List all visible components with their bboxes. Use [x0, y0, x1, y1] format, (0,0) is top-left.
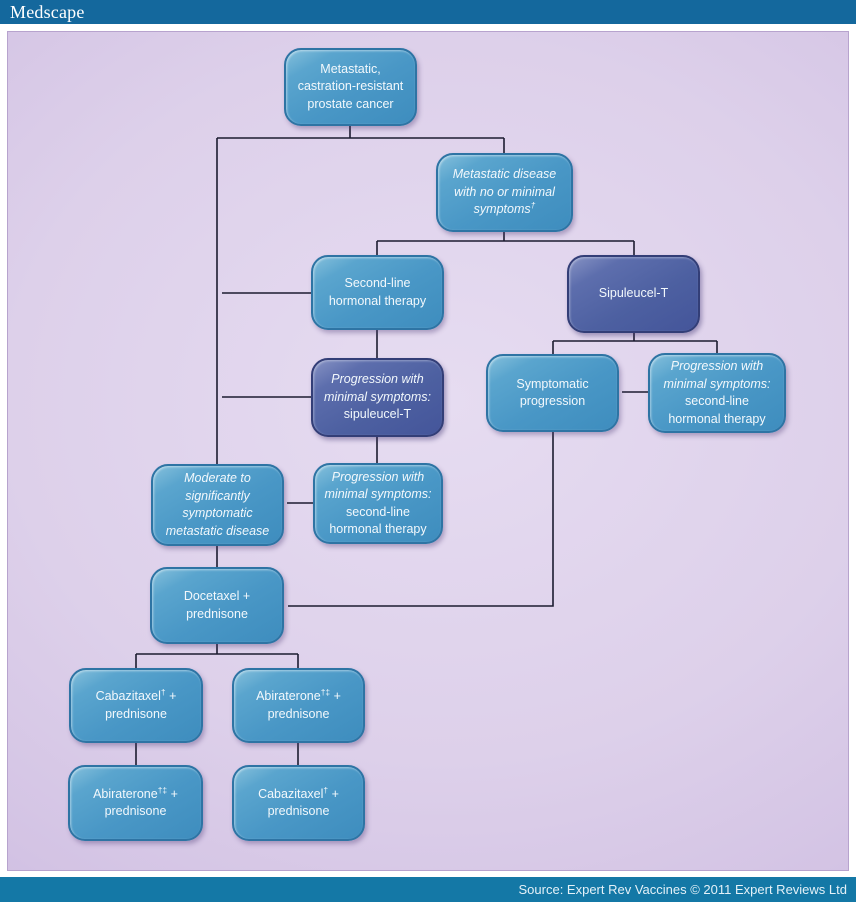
node-label-plus: + [167, 786, 178, 801]
node-label: Sipuleucel-T [598, 286, 669, 301]
footnote-dagger: † [530, 200, 536, 211]
footnote-dagger: † [323, 784, 329, 795]
node-label-line2: prednisone [104, 804, 167, 818]
node-label: Abiraterone [256, 689, 321, 703]
node-abiraterone-first: Abiraterone†‡ +prednisone [232, 668, 365, 743]
flow-connectors [135, 126, 718, 765]
flowchart-canvas: Metastatic, castration-resistant prostat… [7, 31, 849, 871]
node-label: Cabazitaxel [258, 786, 324, 801]
node-label-line2: prednisone [105, 706, 167, 721]
node-label: Moderate to significantly symptomatic me… [165, 471, 270, 538]
source-bar: Source: Expert Rev Vaccines © 2011 Exper… [0, 877, 856, 902]
node-label: Metastatic disease with no or minimal sy… [452, 167, 557, 217]
node-cabazitaxel-second: Cabazitaxel† + prednisone [232, 765, 365, 841]
node-progression-second-line-right: Progression with minimal symptoms:second… [648, 353, 786, 433]
node-label-line2: prednisone [267, 804, 330, 818]
node-docetaxel: Docetaxel + prednisone [150, 567, 284, 644]
node-label: Metastatic, castration-resistant prostat… [297, 61, 404, 111]
node-label: Cabazitaxel [95, 689, 161, 703]
node-label: second-line hormonal therapy [668, 394, 766, 426]
node-cabazitaxel-first: Cabazitaxel† + prednisone [69, 668, 203, 743]
node-label-plus: + [330, 689, 341, 703]
node-label: Symptomatic progression [516, 376, 589, 409]
node-label: Second-line hormonal therapy [328, 276, 427, 308]
medscape-logo: Medscape [10, 2, 85, 22]
source-text: Source: Expert Rev Vaccines © 2011 Exper… [518, 882, 847, 897]
footnote-daggers: †‡ [320, 686, 331, 697]
node-label-line2: prednisone [267, 706, 330, 721]
node-label: second-line hormonal therapy [329, 504, 427, 537]
node-sipuleucel-t: Sipuleucel-T [567, 255, 700, 333]
node-label-plus: + [165, 689, 177, 703]
node-progression-sipuleucel: Progression with minimal symptoms: sipule… [311, 358, 444, 437]
footnote-daggers: †‡ [157, 784, 168, 795]
footnote-dagger: † [160, 686, 166, 697]
node-label-italic: Progression with minimal symptoms: [663, 359, 771, 391]
node-progression-second-line-mid: Progression with minimal symptoms:second… [313, 463, 443, 544]
node-moderate-symptomatic: Moderate to significantly symptomatic me… [151, 464, 284, 546]
node-label: Abiraterone [93, 786, 158, 801]
node-second-line-hormonal: Second-line hormonal therapy [311, 255, 444, 330]
node-label-italic: Progression with minimal symptoms: [324, 469, 432, 502]
node-label: sipuleucel-T [343, 407, 412, 422]
node-label-italic: Progression with minimal symptoms: [324, 372, 431, 404]
node-label: Docetaxel + prednisone [183, 589, 251, 621]
node-label-plus: + [328, 786, 339, 801]
node-abiraterone-second: Abiraterone†‡ +prednisone [68, 765, 203, 841]
connector-arrow [288, 432, 554, 607]
node-symptomatic-progression: Symptomatic progression [486, 354, 619, 432]
node-metastatic-crpc: Metastatic, castration-resistant prostat… [284, 48, 417, 126]
node-no-minimal-symptoms: Metastatic disease with no or minimal sy… [436, 153, 573, 232]
medscape-header-bar: Medscape [0, 0, 856, 24]
